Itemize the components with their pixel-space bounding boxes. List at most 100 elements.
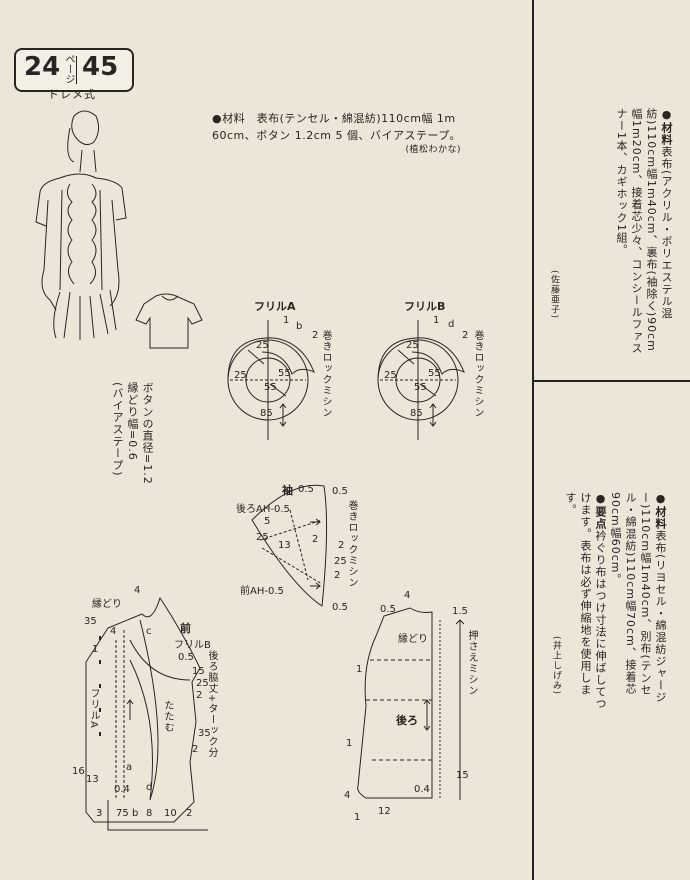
front-ruffle-a: フリルA <box>88 688 99 729</box>
front-mark: c <box>146 626 152 637</box>
ruffle-a-mark: 55 <box>278 368 291 379</box>
sleeve-front-ah: 前AH-0.5 <box>240 586 284 597</box>
front-ruffle-b: フリルB <box>174 640 211 651</box>
right-bottom-author: (井上しげみ) <box>551 636 561 696</box>
back-title: 後ろ <box>396 714 418 727</box>
ruffle-a-mark: 85 <box>260 408 273 419</box>
ruffle-b-side-text: 巻きロックミシン <box>472 330 483 418</box>
right-bottom-point-title: ●要点 <box>594 492 607 530</box>
front-mark: 2 <box>192 744 199 755</box>
front-dart-note: 後ろ脇丈+ターック分 <box>206 650 217 759</box>
ruffle-a-mark: 25 <box>256 340 269 351</box>
back-mark: 0.5 <box>380 604 396 615</box>
front-mark: 35 <box>84 616 97 627</box>
ruffle-a-mark: 2 <box>312 330 319 341</box>
back-mark: 12 <box>378 806 391 817</box>
materials-line-1: ●材料 表布(テンセル・綿混紡)110cm幅 1m <box>212 112 456 125</box>
ruffle-a-mark: 25 <box>234 370 247 381</box>
sleeve-mark: 13 <box>278 540 291 551</box>
materials-main: ●材料 表布(テンセル・綿混紡)110cm幅 1m 60cm、ボタン 1.2cm… <box>212 110 461 156</box>
ruffle-b-title: フリルB <box>404 300 446 313</box>
sleeve-mark: 0.5 <box>332 486 348 497</box>
pattern-diagrams <box>35 110 465 831</box>
right-top-materials: ●材料表布(アクリル・ポリエステル混紡)110cm幅1m40cm、裏布(袖除く)… <box>556 108 674 358</box>
front-mark: a <box>126 762 133 773</box>
back-mark: 4 <box>344 790 351 801</box>
right-top-title: ●材料 <box>660 108 673 146</box>
ruffle-b-mark: 85 <box>410 408 423 419</box>
front-mark: 2 <box>196 690 203 701</box>
ruffle-a-diagram <box>227 320 315 440</box>
front-mark: 13 <box>86 774 99 785</box>
page-word: ページ <box>63 54 74 84</box>
ruffle-b-mark: 25 <box>406 340 419 351</box>
pattern-number: 45 <box>82 52 119 82</box>
ruffle-b-mark: 55 <box>414 382 427 393</box>
front-mark: 15 <box>192 666 205 677</box>
right-top-author: (佐藤亜子) <box>549 270 559 320</box>
button-note-line: ボタンの直径=1.2 <box>141 382 154 485</box>
sleeve-diagram <box>251 484 328 607</box>
front-edge-label: 縁どり <box>92 599 122 610</box>
front-mark: 3 <box>96 808 103 819</box>
ruffle-a-side-text: 巻きロックミシン <box>320 330 331 418</box>
ruffle-b-mark: 1 <box>433 315 440 326</box>
front-title: 前 <box>180 622 191 635</box>
badge-divider <box>76 56 77 84</box>
ruffle-b-mark: 55 <box>428 368 441 379</box>
back-press-note: 押さえミシン <box>466 630 477 696</box>
front-mark: 75 <box>116 808 129 819</box>
sleeve-mark: 5 <box>264 516 271 527</box>
sleeve-mark: 0.5 <box>298 484 314 495</box>
sleeve-mark: 0.5 <box>332 602 348 613</box>
front-mark: 16 <box>72 766 85 777</box>
back-mark: 1 <box>356 664 363 675</box>
front-mark: 10 <box>164 808 177 819</box>
front-mark: 4 <box>110 626 117 637</box>
back-mark: 1.5 <box>452 606 468 617</box>
ruffle-b-diagram <box>377 320 465 440</box>
sleeve-title: 袖 <box>282 484 293 497</box>
button-note-line: (バイアステープ) <box>111 382 124 477</box>
sleeve-mark: 25 <box>256 532 269 543</box>
front-mark: 0.5 <box>178 652 194 663</box>
right-bottom-text: 表布(リヨセル・綿混紡ジャージー)110cm幅1m40cm、別布(テンセル・綿混… <box>609 492 667 704</box>
sleeve-mark: 2 <box>312 534 319 545</box>
back-mark: 1 <box>354 812 361 823</box>
sleeve-back-ah: 後ろAH-0.5 <box>236 504 290 515</box>
sleeve-mark: 25 <box>334 556 347 567</box>
page-number: 24 <box>24 52 61 82</box>
right-bottom-point-text: 衿ぐり布はつけ寸法に伸ばしてつけます。表布は必ず伸縮地を使用します。 <box>564 492 607 710</box>
front-mark: b <box>132 808 139 819</box>
front-mark: d <box>146 782 153 793</box>
front-mark: 4 <box>134 585 141 596</box>
back-bodice-diagram <box>357 607 465 800</box>
right-top-text: 表布(アクリル・ポリエステル混紡)110cm幅1m40cm、裏布(袖除く)90c… <box>615 108 673 355</box>
sleeve-side-text: 巻きロックミシン <box>346 500 357 588</box>
front-mark: 8 <box>146 808 153 819</box>
front-bodice-diagram <box>85 596 208 831</box>
front-fold: たたむ <box>162 700 173 733</box>
flat-sketch <box>135 293 203 349</box>
button-note-line: 縁どり幅=0.6 <box>126 382 139 461</box>
ruffle-a-mark: 1 <box>283 315 290 326</box>
ruffle-b-mark: 25 <box>384 370 397 381</box>
front-mark: 1 <box>92 644 99 655</box>
ruffle-a-title: フリルA <box>254 300 296 313</box>
page-badge: 24 ページ 45 <box>14 48 134 92</box>
right-bottom-title: ●材料 <box>654 492 667 530</box>
button-note: ボタンの直径=1.2 縁どり幅=0.6 (バイアステープ) <box>110 382 155 502</box>
column-divider <box>532 0 534 880</box>
ruffle-b-mark: d <box>448 319 455 330</box>
front-mark: 35 <box>198 728 211 739</box>
sleeve-mark: 2 <box>334 570 341 581</box>
materials-author: (植松わかな) <box>405 145 462 155</box>
back-mark: 4 <box>404 590 411 601</box>
model-illustration <box>35 110 127 340</box>
materials-line-2: 60cm、ボタン 1.2cm 5 個、バイアステープ。 <box>212 129 462 142</box>
drafting-method: ドレメ式 <box>48 88 96 101</box>
right-bottom-materials: ●材料表布(リヨセル・綿混紡ジャージー)110cm幅1m40cm、別布(テンセル… <box>558 492 668 712</box>
row-divider <box>533 380 690 382</box>
back-edge-label: 縁どり <box>398 634 428 645</box>
